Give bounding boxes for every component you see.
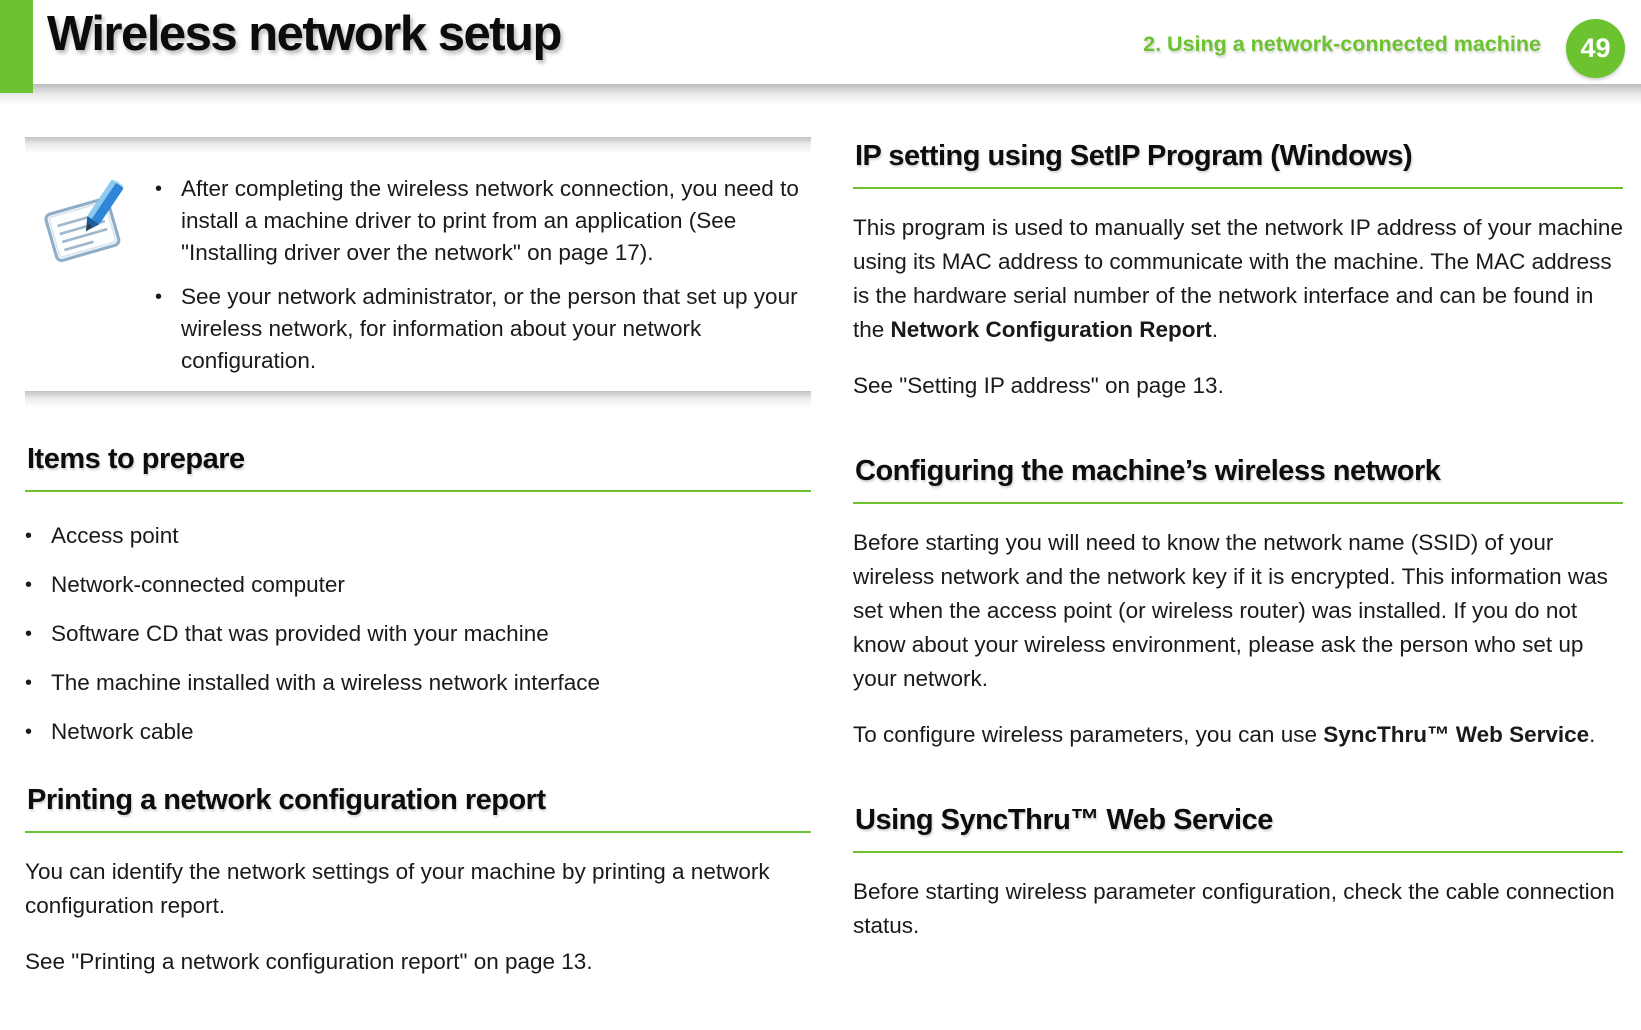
section-printing-report: Printing a network configuration report … [25,784,811,979]
list-item: • Network cable [25,720,811,744]
left-column: • After completing the wireless network … [25,137,811,979]
section-heading: IP setting using SetIP Program (Windows) [853,140,1623,189]
paragraph: To configure wireless parameters, you ca… [853,718,1623,752]
section-heading: Items to prepare [25,443,811,492]
notepad-pencil-icon [39,171,139,277]
bullet-marker: • [25,672,33,694]
chapter-label: 2. Using a network-connected machine [1143,32,1541,56]
paragraph: See "Printing a network configuration re… [25,949,593,974]
list-item-text: Software CD that was provided with your … [51,621,549,646]
list-item: • Network-connected computer [25,573,811,597]
list-item: • Access point [25,524,811,548]
bold-term: SyncThru™ Web Service [1323,722,1590,747]
note-box: • After completing the wireless network … [25,137,811,407]
section-heading: Using SyncThru™ Web Service [853,804,1623,853]
bullet-marker: • [25,574,33,596]
paragraph: See "Setting IP address" on page 13. [853,373,1224,398]
paragraph-text: . [1211,317,1219,342]
paragraph: You can identify the network settings of… [25,859,770,918]
paragraph-text: To configure wireless parameters, you ca… [853,722,1324,747]
bullet-marker: • [155,178,163,200]
section-heading: Configuring the machine’s wireless netwo… [853,455,1623,504]
note-bottom-rule [25,391,811,407]
bullet-marker: • [25,525,33,547]
paragraph: This program is used to manually set the… [853,211,1623,347]
page-number-badge: 49 [1566,19,1625,78]
note-bullet-item: • See your network administrator, or the… [155,281,807,377]
page-number: 49 [1580,33,1611,63]
note-bullet-list: • After completing the wireless network … [155,173,807,377]
section-heading: Printing a network configuration report [25,784,811,833]
paragraph: Before starting wireless parameter confi… [853,879,1615,938]
bold-term: Network Configuration Report [890,317,1212,342]
section-items-to-prepare: Items to prepare • Access point • Networ… [25,443,811,744]
list-item-text: Access point [51,523,179,548]
list-item-text: The machine installed with a wireless ne… [51,670,600,695]
note-body: • After completing the wireless network … [25,153,811,391]
note-top-rule [25,137,811,153]
list-item-text: Network cable [51,719,194,744]
bullet-marker: • [25,721,33,743]
items-list: • Access point • Network-connected compu… [25,524,811,744]
note-bullet-text: See your network administrator, or the p… [181,284,798,373]
list-item: • Software CD that was provided with you… [25,622,811,646]
section-configuring-wireless: Configuring the machine’s wireless netwo… [853,455,1623,752]
list-item: • The machine installed with a wireless … [25,671,811,695]
bullet-marker: • [155,286,163,308]
paragraph: Before starting you will need to know th… [853,530,1608,691]
bullet-marker: • [25,623,33,645]
right-column: IP setting using SetIP Program (Windows)… [853,140,1623,943]
chapter-accent-bar [0,0,33,93]
page-title: Wireless network setup [47,7,562,61]
note-bullet-text: After completing the wireless network co… [181,176,799,265]
list-item-text: Network-connected computer [51,572,345,597]
header-shadow-band [0,84,1641,107]
note-bullet-item: • After completing the wireless network … [155,173,807,269]
paragraph-text: This program is used to manually set the… [853,215,1623,342]
section-setip: IP setting using SetIP Program (Windows)… [853,140,1623,403]
section-using-syncthru: Using SyncThru™ Web Service Before start… [853,804,1623,943]
paragraph-text: . [1589,722,1596,747]
